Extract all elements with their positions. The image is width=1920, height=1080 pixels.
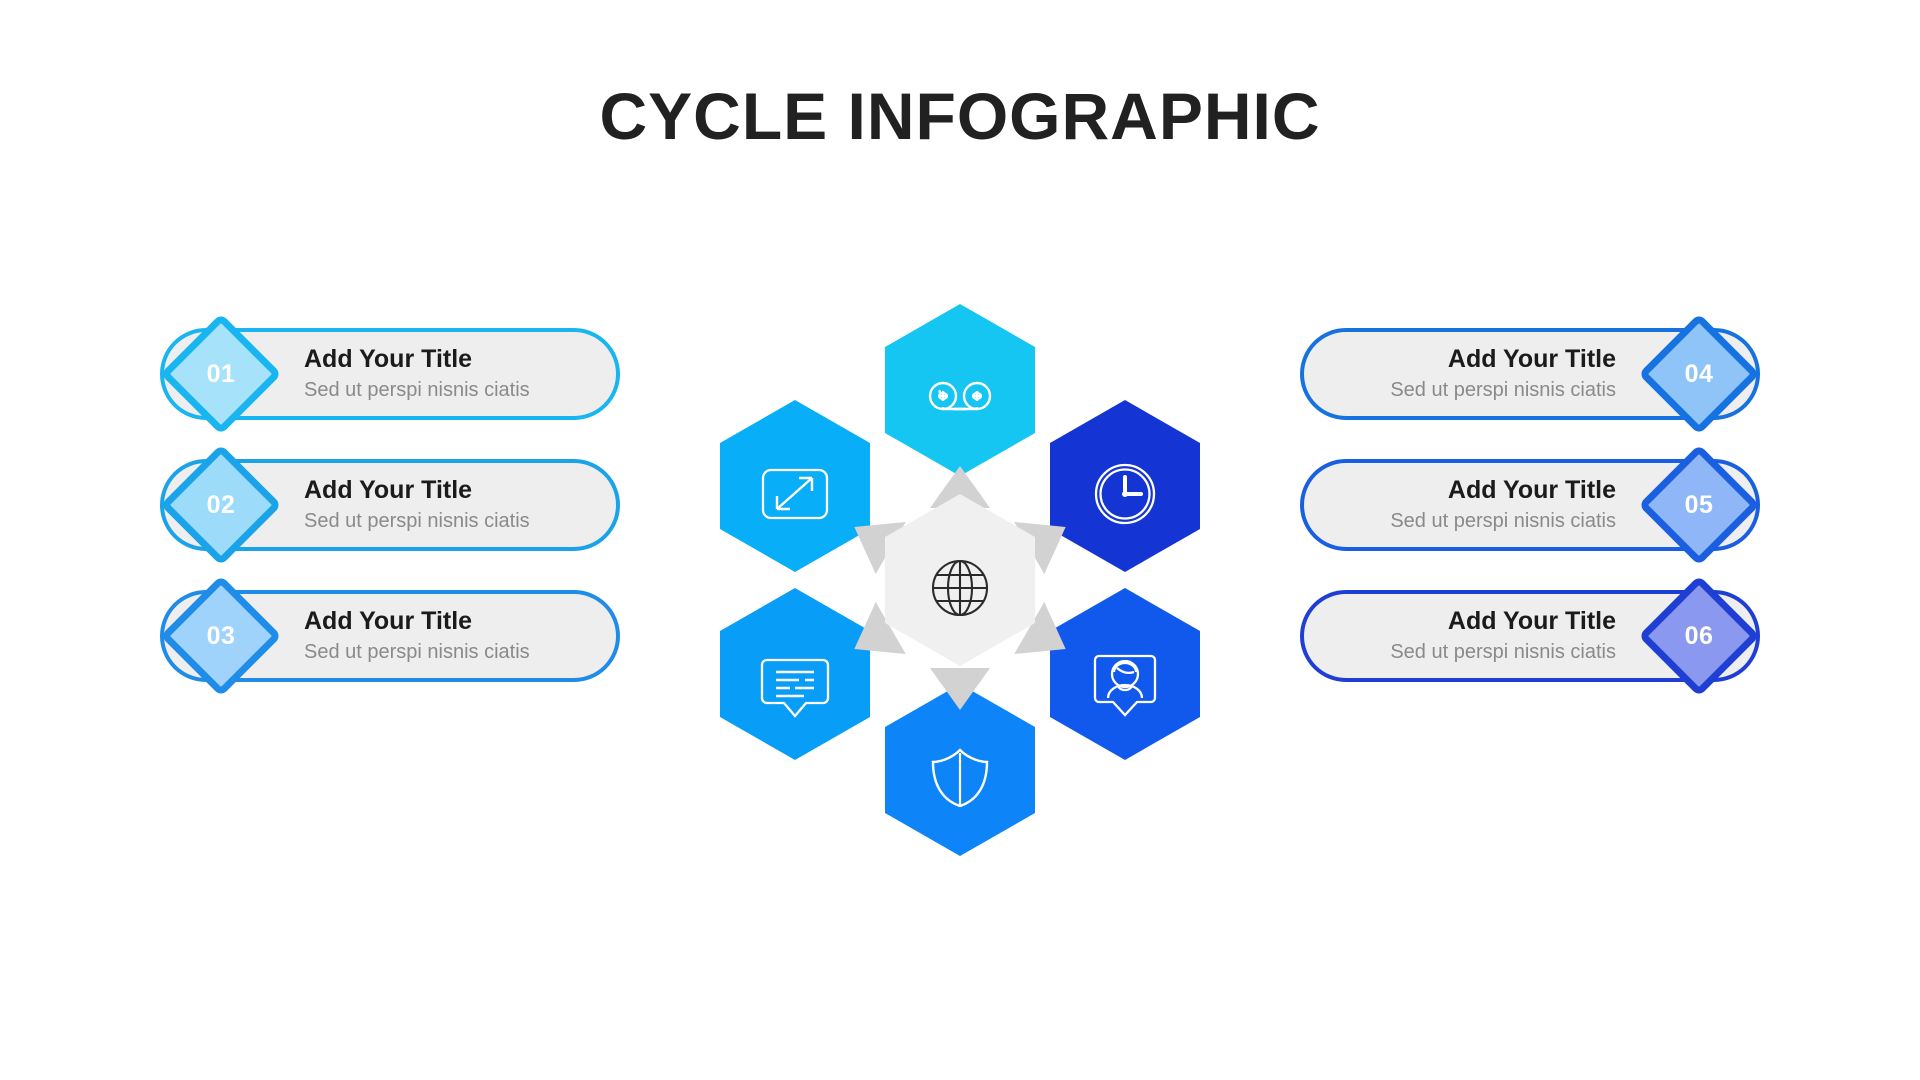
card-number: 02 (206, 490, 236, 519)
globe-icon (931, 559, 989, 617)
card-title: Add Your Title (1447, 345, 1616, 373)
card-number: 03 (206, 621, 236, 650)
support-agent-icon (1093, 654, 1157, 717)
expand-arrows-icon (761, 468, 829, 520)
card-subtitle: Sed ut perspi nisnis ciatis (304, 641, 530, 663)
card-title: Add Your Title (304, 345, 473, 373)
hexagon-top-right[interactable] (1050, 400, 1200, 572)
hexagon-bottom[interactable] (885, 684, 1035, 856)
hexagon-top-left-shape (720, 400, 870, 572)
hexagon-bottom-left[interactable] (720, 588, 870, 760)
clock-icon (1094, 463, 1156, 525)
hexagon-top-shape (885, 304, 1035, 476)
shield-icon (931, 748, 989, 808)
flow-arrow-3 (1014, 602, 1066, 654)
chat-bubble-icon (760, 658, 830, 718)
hexagon-bottom-left-shape (720, 588, 870, 760)
hexagon-bottom-right-shape (1050, 588, 1200, 760)
card-number: 04 (1684, 359, 1714, 388)
page-title: CYCLE INFOGRAPHIC (599, 79, 1321, 153)
hexagon-bottom-right[interactable] (1050, 588, 1200, 760)
flow-arrow-1 (930, 466, 990, 508)
card-subtitle: Sed ut perspi nisnis ciatis (304, 510, 530, 532)
flow-arrow-5 (854, 602, 906, 654)
card-subtitle: Sed ut perspi nisnis ciatis (1390, 510, 1616, 532)
card-title: Add Your Title (1447, 607, 1616, 635)
hexagon-center[interactable] (885, 494, 1035, 666)
card-title: Add Your Title (304, 607, 473, 635)
hexagon-top[interactable] (885, 304, 1035, 476)
card-title: Add Your Title (304, 476, 473, 504)
card-subtitle: Sed ut perspi nisnis ciatis (1390, 641, 1616, 663)
network-nodes-icon (928, 381, 992, 411)
card-number: 05 (1684, 490, 1714, 519)
card-number: 06 (1684, 621, 1714, 650)
card-subtitle: Sed ut perspi nisnis ciatis (304, 379, 530, 401)
card-number: 01 (206, 359, 236, 388)
flow-arrow-4 (930, 668, 990, 710)
hexagon-cluster (660, 300, 1260, 860)
hexagon-top-left[interactable] (720, 400, 870, 572)
card-subtitle: Sed ut perspi nisnis ciatis (1390, 379, 1616, 401)
card-title: Add Your Title (1447, 476, 1616, 504)
